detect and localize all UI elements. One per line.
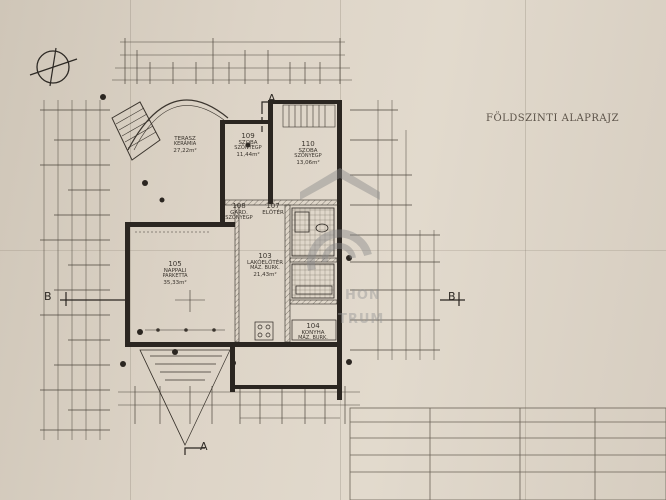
section-mark-a-bottom: A — [200, 440, 208, 453]
dimension-lines-right — [350, 100, 440, 360]
hatched-walls — [224, 199, 341, 343]
room-label-110: 110 SZOBA SZŐNYEGP 13,06m² — [294, 140, 322, 167]
staircase — [282, 104, 336, 128]
terrace-outline — [111, 99, 229, 161]
section-mark-a-top: A — [268, 92, 276, 105]
dimension-lines-top — [112, 38, 352, 84]
sheet-title: FÖLDSZINTI ALAPRAJZ — [486, 113, 620, 124]
watermark-logo-icon — [300, 168, 380, 272]
living-room-details — [135, 231, 225, 332]
kitchen-fixtures — [254, 319, 337, 341]
room-label-103: 103 LAKÓELŐTÉR MÁZ. BURK. 21,43m² — [246, 252, 284, 279]
fold-line — [130, 0, 131, 500]
dimension-lines-left — [40, 100, 110, 440]
watermark-text-line1: HON — [345, 288, 381, 303]
north-arrow-icon — [29, 47, 78, 87]
room-label-104: 104 KONYHA MÁZ. BURK. — [298, 322, 328, 342]
level-markers — [100, 94, 352, 367]
room-label-105: 105 NAPPALI PARKETTA 35,33m² — [162, 260, 188, 287]
room-label-109: 109 SZOBA SZŐNYEGP 11,44m² — [234, 132, 262, 159]
front-terrace — [139, 349, 231, 446]
room-label-108: 108 GARD. SZŐNYEGP — [225, 202, 253, 222]
watermark-text-line2: TRUM — [338, 312, 385, 327]
dimension-lines-bottom — [118, 386, 360, 424]
section-mark-b-right: B — [448, 290, 456, 303]
room-label-terasz: TERASZ KERÁMIA 27,22m² — [173, 136, 197, 155]
exterior-walls — [125, 100, 342, 400]
bathroom-fixtures — [291, 207, 335, 299]
section-mark-b-left: B — [44, 290, 52, 303]
fold-line — [525, 0, 526, 500]
section-lines — [60, 101, 465, 455]
room-label-107: 107 ELŐTÉR — [262, 202, 284, 217]
title-block — [349, 407, 666, 500]
